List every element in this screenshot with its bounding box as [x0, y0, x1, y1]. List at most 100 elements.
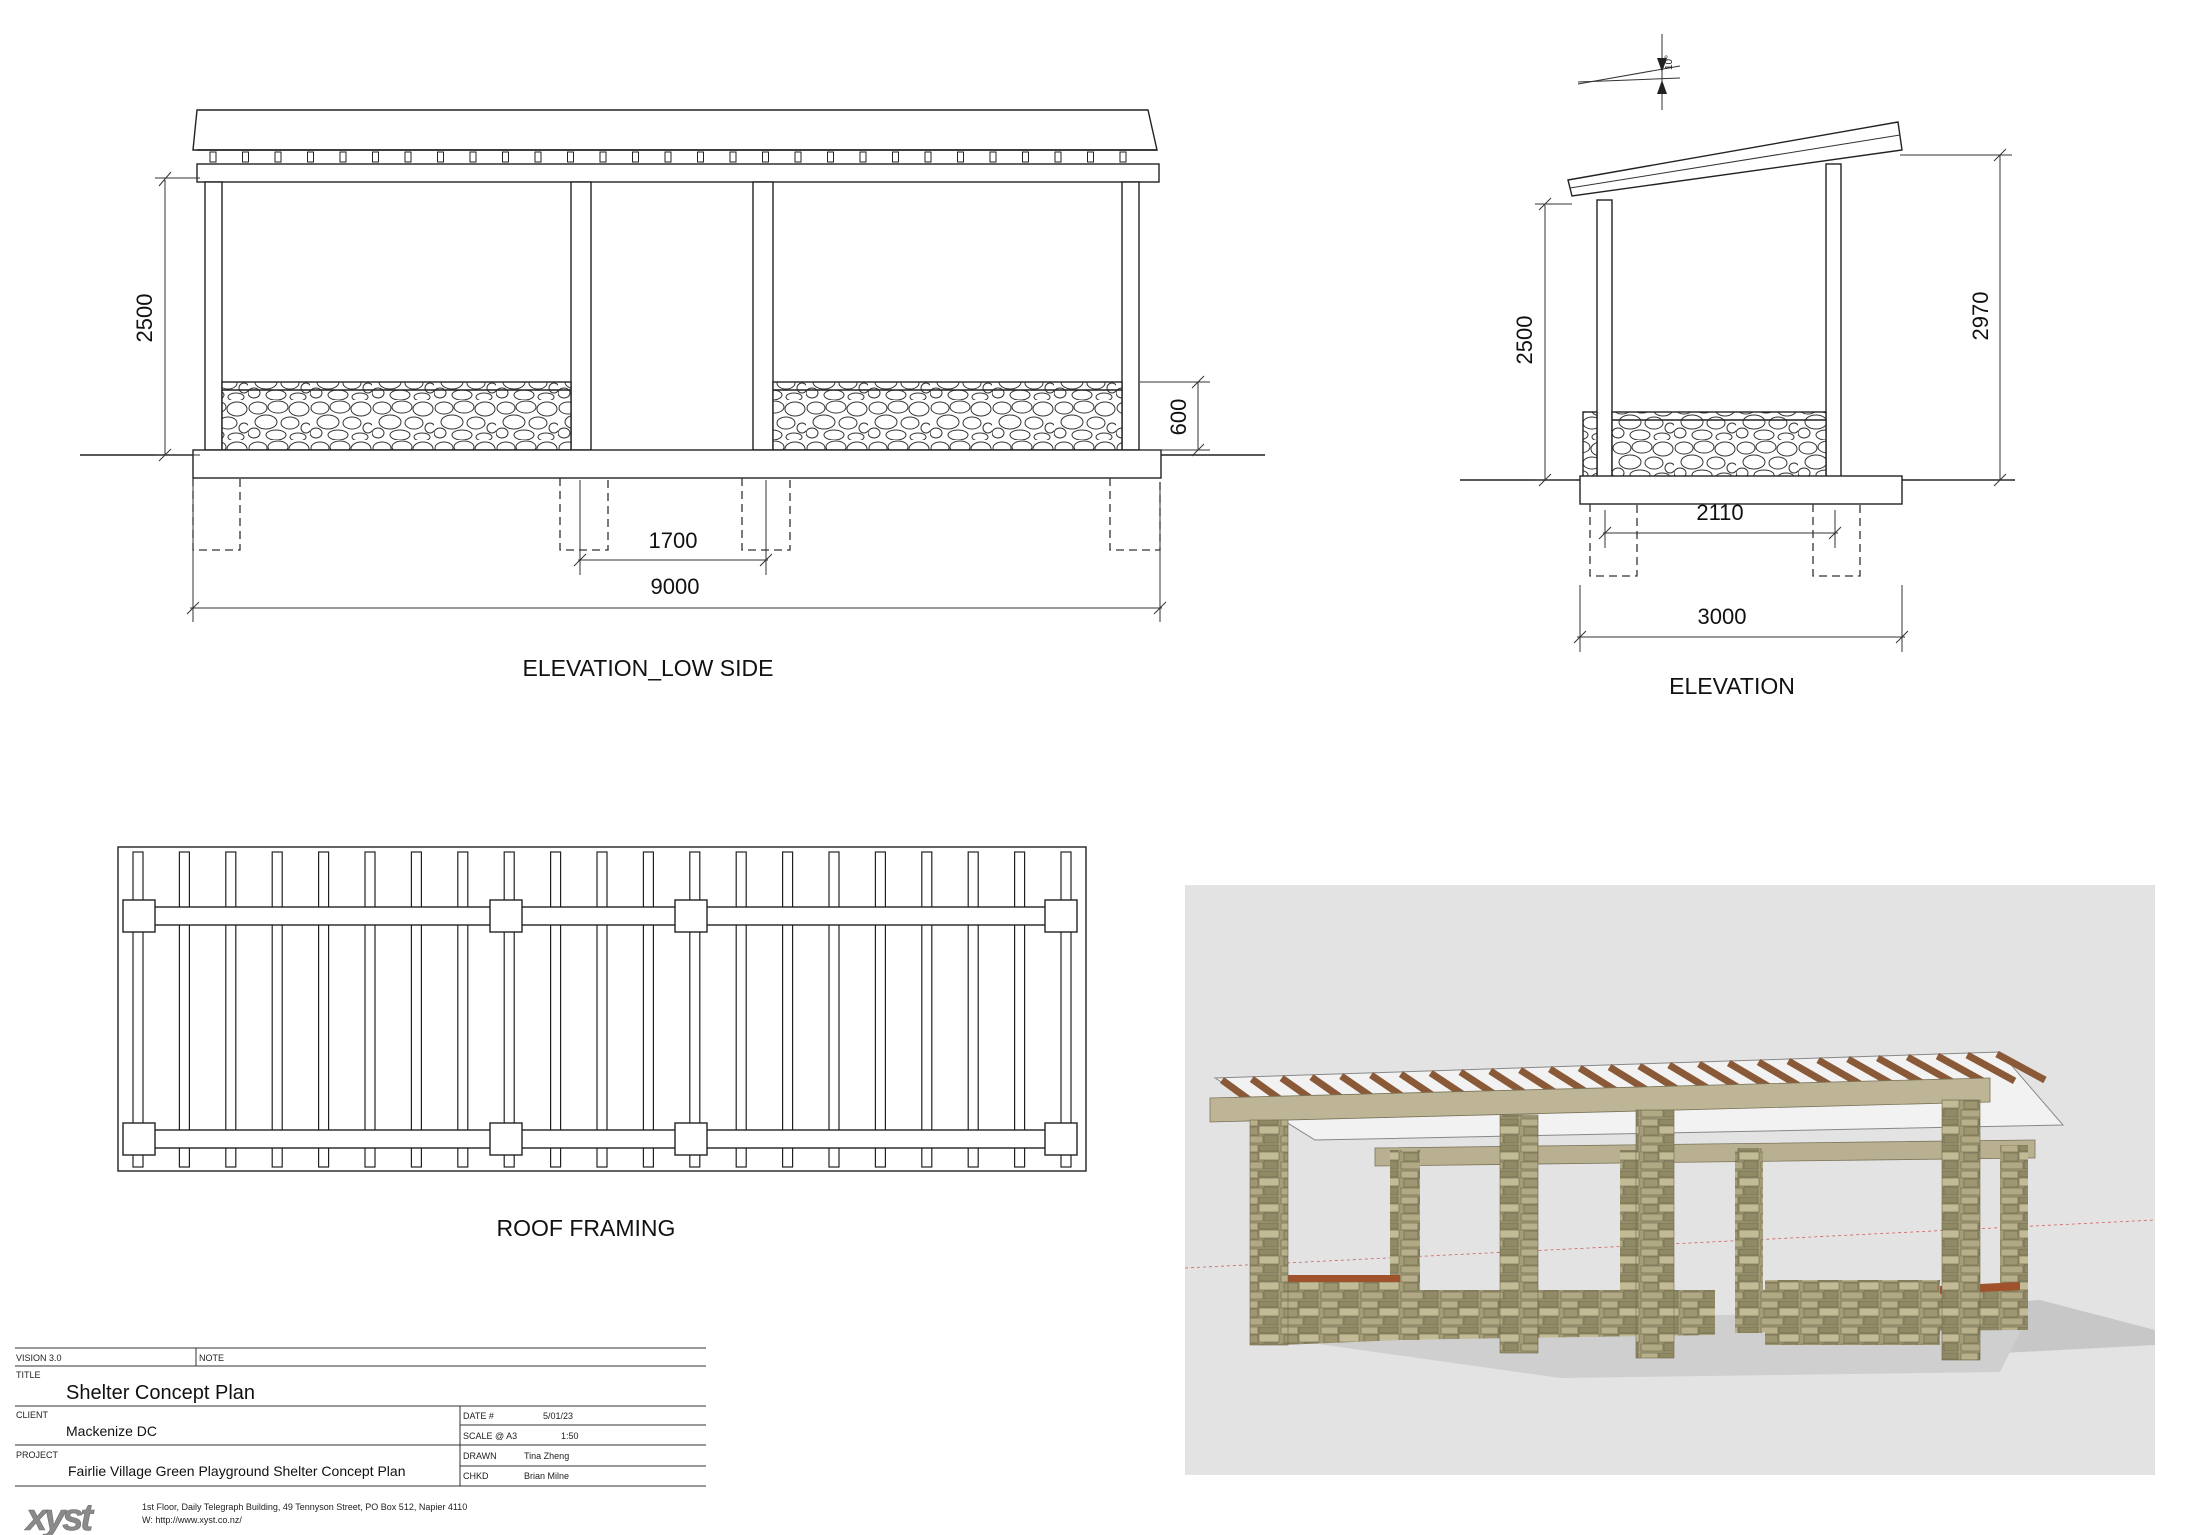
post-caps [122, 899, 1078, 1156]
post-2 [570, 181, 592, 451]
tb-web: W: http://www.xyst.co.nz/ [142, 1515, 242, 1525]
purlin-end [404, 151, 412, 163]
rafter [689, 851, 701, 1168]
title-block: VISION 3.0 NOTE TITLE Shelter Concept Pl… [15, 1347, 706, 1535]
purlin-end [989, 151, 997, 163]
rafter [828, 851, 840, 1168]
floor-slab [192, 449, 1162, 479]
footings-side [1589, 504, 1861, 577]
purlin-end [1119, 151, 1127, 163]
purlin-end [567, 151, 574, 163]
beam-top [127, 906, 1077, 926]
tb-vision-label: VISION 3.0 [16, 1353, 62, 1363]
purlin-end [827, 151, 834, 163]
purlin-end [632, 151, 639, 163]
tb-drawn-label: DRAWN [463, 1451, 497, 1461]
tb-date-label: DATE # [463, 1411, 494, 1421]
purlin-end [1022, 151, 1029, 163]
tb-project-label: PROJECT [16, 1450, 59, 1460]
rafter [1013, 851, 1026, 1168]
top-beam [196, 163, 1160, 183]
dim-side-2970-label: 2970 [1968, 292, 1993, 341]
purlin-end [892, 151, 899, 163]
purlin-end [242, 151, 249, 163]
purlin-end [924, 151, 932, 163]
perspective-render [1184, 885, 2156, 1475]
elevation-side-view: 10° 2500 [1460, 34, 2015, 699]
roof-framing-view: ROOF FRAMING [117, 846, 1087, 1241]
stone-wall-side-end [1582, 411, 1598, 481]
dim-side-2970: 2970 [1900, 148, 2012, 487]
rafter [178, 851, 190, 1168]
roof-sheet-side [1567, 121, 1903, 197]
dim-wall-600: 600 [1140, 375, 1210, 457]
dim-side-2110: 2110 [1598, 500, 1842, 548]
purlin-end [794, 151, 802, 163]
purlin-end [339, 151, 347, 163]
purlin-end [664, 151, 672, 163]
purlin-ends [197, 149, 1157, 163]
purlin-end [469, 151, 477, 163]
render-front-wall-right [1765, 1280, 1940, 1345]
view-title-roof-framing: ROOF FRAMING [497, 1215, 676, 1241]
dim-overall-9000-label: 9000 [651, 574, 700, 599]
render-post-front-1 [1249, 1119, 1289, 1346]
purlin-end [957, 151, 964, 163]
tb-note-label: NOTE [199, 1353, 224, 1363]
render-back-beam [1374, 1139, 2036, 1167]
rafter [967, 851, 979, 1168]
rafter [921, 851, 933, 1168]
render-front-wall-left [1282, 1278, 1400, 1345]
render-purlin [1876, 1054, 1926, 1087]
purlin-end [209, 151, 217, 163]
purlin-end [729, 151, 737, 163]
tb-checked: Brian Milne [524, 1471, 569, 1481]
render-post-back-4 [2000, 1145, 2028, 1330]
purlin-end [274, 151, 282, 163]
roof-pitch-label: 10° [1664, 55, 1675, 70]
tb-project: Fairlie Village Green Playground Shelter… [68, 1463, 406, 1479]
tb-checked-label: CHKD [463, 1471, 489, 1481]
dim-side-3000: 3000 [1573, 585, 1909, 652]
purlin-end [697, 151, 704, 163]
stone-wall-right [772, 381, 1123, 451]
elevation-low-side-view: 2500 600 1700 9000 ELEV [80, 109, 1265, 681]
rafter [596, 851, 608, 1168]
rafter [271, 851, 283, 1168]
purlin-end [502, 151, 509, 163]
render-purlin [1965, 1051, 2017, 1084]
tb-client-label: CLIENT [16, 1410, 49, 1420]
rafter [549, 851, 562, 1168]
rafter [225, 851, 237, 1168]
tb-date: 5/01/23 [543, 1411, 573, 1421]
post-1 [204, 181, 223, 451]
purlin-end [762, 151, 769, 163]
post-3 [752, 181, 774, 451]
tb-client: Mackenize DC [66, 1423, 157, 1439]
dim-side-2500-label: 2500 [1512, 316, 1537, 365]
rafter [132, 851, 144, 1168]
purlin-end [534, 151, 542, 163]
purlin-end [307, 151, 314, 163]
rafter [503, 851, 515, 1168]
view-title-elevation: ELEVATION [1669, 673, 1795, 699]
stone-wall-left [221, 381, 572, 451]
dim-side-3000-label: 3000 [1698, 604, 1747, 629]
dim-bay-1700: 1700 [573, 480, 773, 575]
render-purlin [1935, 1052, 1986, 1085]
render-front-beam [1209, 1077, 1991, 1123]
purlin-end [1087, 151, 1094, 163]
dim-side-2110-label: 2110 [1696, 500, 1743, 525]
purlin-end [599, 151, 607, 163]
tb-scale-label: SCALE @ A3 [463, 1431, 517, 1441]
render-purlin [1995, 1050, 2047, 1084]
render-purlin [1905, 1053, 1956, 1086]
dim-height-2500: 2500 [132, 171, 200, 462]
roof-pitch-marker: 10° [1577, 34, 1681, 110]
dim-side-2500: 2500 [1512, 197, 1575, 487]
rafters [132, 851, 1072, 1168]
rafter [735, 851, 747, 1168]
rafter [410, 851, 422, 1168]
post-side-left [1596, 199, 1613, 481]
